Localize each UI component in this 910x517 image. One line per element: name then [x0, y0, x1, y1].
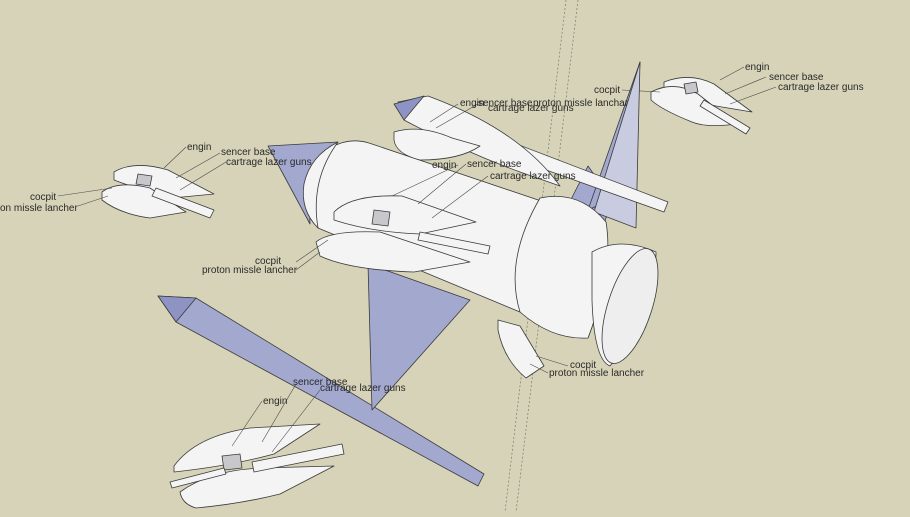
label-under-cocpit: cocpit [570, 360, 596, 371]
label-top-proton: proton missle lanchar [533, 98, 629, 109]
label-main-cocpit: cocpit [255, 256, 281, 267]
label-left-engin: engin [187, 142, 211, 153]
bottom-engine-bottom [179, 465, 335, 509]
label-bottom-engin: engin [263, 396, 287, 407]
left-fighter [57, 146, 227, 219]
tr-cockpit [683, 81, 699, 95]
annotation-labels: engin sencer base cartrage lazer guns co… [0, 62, 864, 407]
main-side-laser-bar [417, 231, 491, 255]
label-main-cartrage: cartrage lazer guns [490, 171, 576, 182]
label-main-proton: proton missle lancher [202, 265, 298, 276]
label-tr-engin: engin [745, 62, 769, 73]
left-engine-bottom [101, 184, 187, 219]
left-cockpit [135, 173, 153, 187]
main-nozzle-rim [601, 248, 659, 364]
label-top-cartrage: cartrage lazer guns [488, 103, 574, 114]
main-ship [267, 61, 669, 411]
bottom-engine-top [173, 423, 321, 473]
label-tr-sencer-base: sencer base [769, 72, 824, 83]
bottom-gun-rods [169, 467, 227, 489]
label-top-sencer-base: sencer base [478, 98, 533, 109]
bottom-fighter [169, 383, 345, 509]
blue-missile-tip [157, 295, 197, 323]
label-tr-cartrage: cartrage lazer guns [778, 82, 864, 93]
main-lower-wing [367, 263, 471, 411]
label-main-sencer-base: sencer base [467, 159, 522, 170]
main-front-ring [302, 141, 339, 229]
left-laser-bar [151, 187, 215, 219]
main-rear-section [514, 196, 609, 339]
main-under-pod [497, 319, 545, 379]
bottom-laser-bar [251, 443, 345, 473]
main-side-pod-bottom [315, 231, 471, 273]
bottom-cockpit [221, 453, 243, 471]
label-main-engin: engin [432, 160, 456, 171]
blue-missile [157, 295, 485, 487]
main-side-cockpit [371, 209, 391, 227]
top-right-fighter [621, 66, 777, 135]
label-bottom-sencer-base: sencer base [293, 377, 348, 388]
tr-engine-bottom [650, 86, 737, 126]
label-left-proton: on missle lancher [0, 203, 78, 214]
label-under-proton: proton missle lancher [549, 368, 645, 379]
label-tr-cocpit: cocpit [594, 85, 620, 96]
tr-laser-bar [699, 99, 751, 135]
label-left-cocpit: cocpit [30, 192, 56, 203]
main-top-pod [393, 128, 481, 161]
main-top-cone-tip [393, 95, 425, 121]
label-top-engin: engin [460, 98, 484, 109]
label-left-sencer-base: sencer base [221, 147, 276, 158]
label-left-cartrage: cartrage lazer guns [226, 157, 312, 168]
label-bottom-cartrage: cartrage lazer guns [320, 383, 406, 394]
